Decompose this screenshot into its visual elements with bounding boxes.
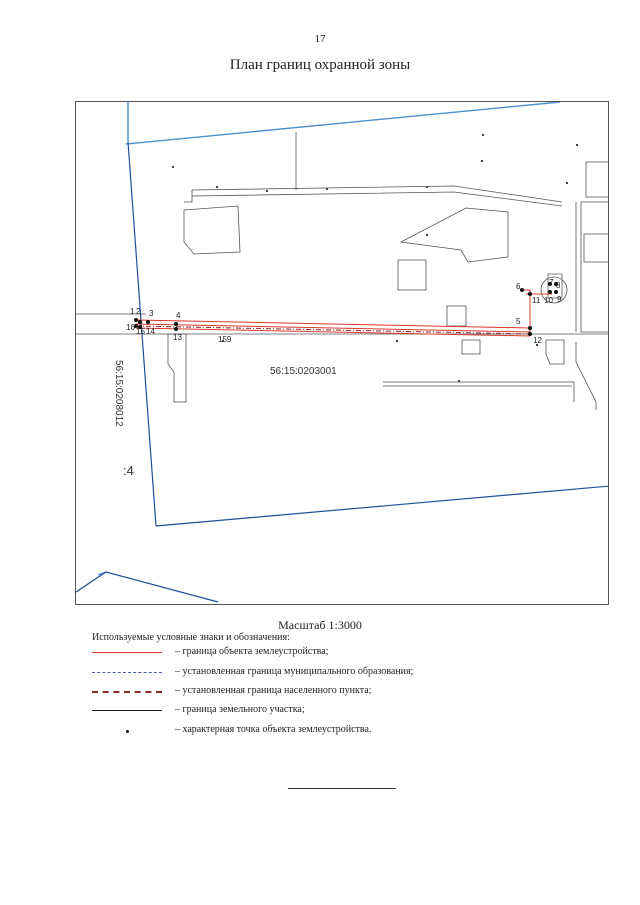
characteristic-point <box>548 290 552 294</box>
map-frame: 1 2 3 4 5 6 7 8 9 10 11 12 13 14 15 16 1… <box>75 101 609 605</box>
building <box>583 233 608 263</box>
point-label: 4 <box>176 311 181 320</box>
legend-item: – граница земельного участка; <box>92 704 512 718</box>
point-label: 12 <box>533 336 542 345</box>
characteristic-point <box>548 282 552 286</box>
characteristic-point <box>146 320 150 324</box>
object-boundary-line <box>522 289 531 332</box>
legend-item: – характерная точка объекта землеустройс… <box>92 724 512 738</box>
characteristic-point <box>528 292 532 296</box>
point-label: 11 <box>532 296 541 305</box>
characteristic-point <box>138 325 142 329</box>
building <box>547 273 563 299</box>
parcel-boundary-swatch <box>92 710 162 711</box>
municipal-boundary-swatch <box>92 672 162 673</box>
building <box>183 205 241 255</box>
building <box>167 333 187 403</box>
fence-line <box>184 190 193 203</box>
parcel-label: :4 <box>123 463 134 478</box>
survey-marks <box>172 134 578 382</box>
characteristic-point <box>174 322 178 326</box>
building <box>399 207 509 263</box>
district-boundary-line <box>105 571 219 603</box>
characteristic-point <box>174 327 178 331</box>
legend-label: – характерная точка объекта землеустройс… <box>175 724 372 735</box>
point-label: 15 <box>136 327 145 336</box>
legend-label: – установленная граница населенного пунк… <box>175 685 372 696</box>
settlement-boundary <box>135 325 531 335</box>
point-label: 14 <box>146 327 155 336</box>
point-label: 10 <box>544 296 553 305</box>
object-boundary-line <box>135 327 531 337</box>
legend-label: – граница земельного участка; <box>175 704 305 715</box>
well-circle <box>540 276 568 304</box>
zone-label: 56:15:0203001 <box>270 366 337 377</box>
point-label: 7 <box>549 278 554 287</box>
settlement-boundary-swatch <box>92 691 162 693</box>
point-label: 159 <box>218 335 232 344</box>
building <box>545 339 565 365</box>
building <box>580 201 608 333</box>
page-number: 17 <box>314 33 326 45</box>
legend-item: – установленная граница муниципального о… <box>92 666 512 680</box>
building <box>585 161 608 198</box>
building <box>461 339 481 355</box>
point-label: 3 <box>149 309 154 318</box>
object-boundary-line <box>135 323 531 333</box>
characteristic-point <box>134 318 138 322</box>
building <box>397 259 427 291</box>
legend-heading: Используемые условные знаки и обозначени… <box>92 632 290 643</box>
adjacent-zone-label: 56:15:0208012 <box>113 360 124 427</box>
district-boundary-line <box>155 485 608 527</box>
legend-label: – установленная граница муниципального о… <box>175 666 414 677</box>
scale-label: Масштаб 1:3000 <box>278 618 362 632</box>
point-label: 1 <box>130 307 135 316</box>
characteristic-point <box>520 288 524 292</box>
object-boundary-swatch <box>92 652 162 653</box>
point-label: 6 <box>516 282 521 291</box>
legend-item: – граница объекта землеустройства; <box>92 646 512 660</box>
legend-label: – граница объекта землеустройства; <box>175 646 329 657</box>
legend-item: – установленная граница населенного пунк… <box>92 685 512 699</box>
cadastral-line <box>125 102 561 145</box>
fence-line <box>191 191 563 207</box>
point-label: 9 <box>557 295 562 304</box>
characteristic-point <box>138 320 142 324</box>
settlement-boundary-line <box>135 325 531 335</box>
point-label: 2 <box>136 307 141 316</box>
boundary-plan-map: 1 2 3 4 5 6 7 8 9 10 11 12 13 14 15 16 1… <box>76 102 608 603</box>
fence-line <box>575 342 597 410</box>
point-label: 5 <box>516 317 521 326</box>
building <box>446 305 467 327</box>
characteristic-point <box>134 324 138 328</box>
fence-line <box>191 185 563 203</box>
cadastral-lines <box>97 102 561 576</box>
characteristic-point <box>528 332 532 336</box>
point-label: 8 <box>556 281 561 290</box>
point-label: 16 <box>126 323 135 332</box>
object-boundary <box>135 289 552 337</box>
characteristic-point-swatch <box>126 730 129 733</box>
signature-line <box>288 788 396 789</box>
characteristic-point <box>528 326 532 330</box>
document-title: План границ охранной зоны <box>229 57 411 73</box>
characteristic-points <box>134 282 558 336</box>
cadastral-district-lines <box>76 141 608 603</box>
point-label: 13 <box>173 333 182 342</box>
district-boundary-line <box>76 571 107 593</box>
characteristic-point <box>554 290 558 294</box>
fence-line <box>383 381 575 402</box>
object-boundary-line <box>135 319 531 329</box>
characteristic-point <box>554 282 558 286</box>
topographic-features <box>76 132 608 410</box>
